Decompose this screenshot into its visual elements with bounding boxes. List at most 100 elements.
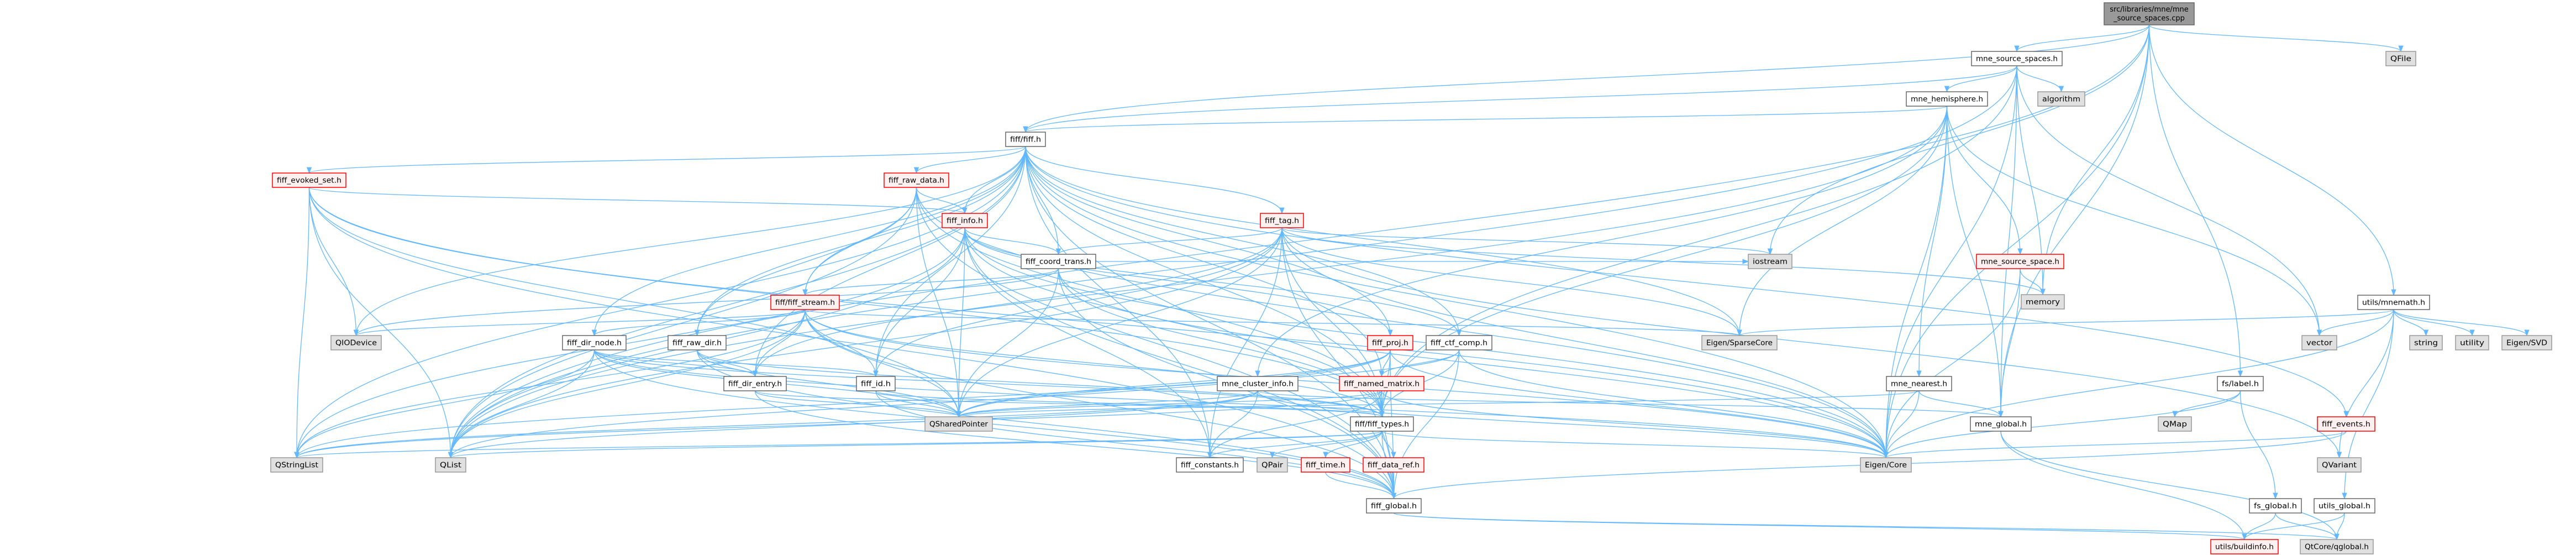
edge-hemi-to-fiff	[1023, 106, 1948, 133]
node-box	[1367, 335, 1413, 350]
node-eigen-core: Eigen/Core	[1860, 457, 1912, 473]
node-fiff-fiff-h[interactable]: fiff/fiff.h	[1005, 132, 1046, 147]
edge-types-to-eigen-core	[1381, 431, 1889, 459]
edge-evoked-to-qlist	[308, 187, 454, 459]
node-fiff-global-h[interactable]: fiff_global.h	[1366, 498, 1422, 514]
node-label: fiff_constants.h	[1181, 462, 1239, 470]
node-fs-global-h[interactable]: fs_global.h	[2249, 498, 2302, 514]
node-box	[1748, 254, 1792, 269]
edge-fiff-to-qlist	[448, 146, 1026, 459]
edge-stream-to-qstringlist	[294, 309, 806, 459]
edge-id-to-types	[875, 390, 1385, 418]
node-box	[1886, 376, 1952, 391]
edge-nearest-to-mne-global	[1918, 390, 2004, 418]
edge-fiff-to-sparse	[1025, 146, 1742, 337]
edge-coord-to-eigen-core	[1058, 268, 1889, 459]
node-box	[1971, 51, 2063, 66]
node-fiff-data-ref-h[interactable]: fiff_data_ref.h	[1363, 457, 1424, 473]
edge-fiff-to-raw-data	[913, 146, 1026, 174]
node-fiff-dir-node-h[interactable]: fiff_dir_node.h	[562, 335, 627, 350]
edge-label-to-eigen-core	[1883, 390, 2241, 459]
node-fiff-info-h[interactable]: fiff_info.h	[942, 213, 988, 228]
node-fiff-constants-h[interactable]: fiff_constants.h	[1176, 457, 1244, 473]
node-fiff-coord-trans-h[interactable]: fiff_coord_trans.h	[1021, 254, 1096, 269]
node-algorithm: algorithm	[2037, 91, 2085, 107]
node-label: fiff_named_matrix.h	[1344, 380, 1420, 389]
node-label: fiff_info.h	[947, 217, 983, 226]
node-fiff-evoked-set-h[interactable]: fiff_evoked_set.h	[272, 172, 346, 188]
edge-fiff-to-proj	[1025, 146, 1393, 337]
edge-mnemath-to-sparse	[1737, 309, 2394, 337]
node-fiff-id-h[interactable]: fiff_id.h	[856, 376, 896, 391]
edge-fiff-to-qstringlist	[294, 146, 1026, 459]
node-fiff-raw-dir-h[interactable]: fiff_raw_dir.h	[667, 335, 727, 350]
node-utils-mnemath-h[interactable]: utils/mnemath.h	[2357, 295, 2430, 310]
node-box	[1005, 132, 1046, 147]
edge-proj-to-qlist	[448, 349, 1391, 459]
node-box	[2409, 335, 2443, 350]
node-box	[1339, 376, 1424, 391]
edge-hemi-to-mss1	[1946, 106, 2023, 255]
edge-info-to-proj	[964, 227, 1393, 337]
node-label: mne_source_spaces.h	[1976, 55, 2058, 64]
node-box	[2300, 539, 2374, 554]
edge-raw-data-to-qlist	[448, 187, 917, 459]
node-box	[562, 335, 627, 350]
edge-tag-to-qlist	[448, 227, 1282, 459]
edge-hemi-to-nearest	[1916, 106, 1948, 378]
node-mne-global-h[interactable]: mne_global.h	[1970, 416, 2032, 432]
edge-types-to-constants	[1207, 431, 1382, 459]
edge-evoked-to-types	[308, 187, 1385, 418]
edge-info-to-id	[873, 227, 965, 378]
node-fiff-dir-entry-h[interactable]: fiff_dir_entry.h	[723, 376, 787, 391]
node-label: fiff_raw_data.h	[889, 177, 944, 185]
node-utils-buildinfo-h[interactable]: utils/buildinfo.h	[2210, 539, 2279, 554]
node-fiff-tag-h[interactable]: fiff_tag.h	[1260, 213, 1304, 228]
edge-fiff-to-events	[1025, 146, 2349, 418]
node-fiff-ctf-comp-h[interactable]: fiff_ctf_comp.h	[1426, 335, 1492, 350]
node-iostream: iostream	[1748, 254, 1792, 269]
node-label: mne_nearest.h	[1891, 380, 1947, 389]
node-label: mne_hemisphere.h	[1911, 96, 1983, 104]
node-mne-nearest-h[interactable]: mne_nearest.h	[1886, 376, 1952, 391]
node-fiff-time-h[interactable]: fiff_time.h	[1301, 457, 1350, 473]
node-fiff-named-matrix-h[interactable]: fiff_named_matrix.h	[1339, 376, 1424, 391]
edge-info-to-eigen-core	[964, 227, 1889, 459]
node-box	[2455, 335, 2489, 350]
node-mne-source-space-h[interactable]: mne_source_space.h	[1976, 254, 2064, 269]
node-box	[270, 457, 323, 473]
node-fiff-raw-data-h[interactable]: fiff_raw_data.h	[884, 172, 949, 188]
node-mne-hemisphere-h[interactable]: mne_hemisphere.h	[1906, 91, 1988, 107]
node-fiff-proj-h[interactable]: fiff_proj.h	[1367, 335, 1413, 350]
node-utils-global-h[interactable]: utils_global.h	[2314, 498, 2375, 514]
node-box	[1906, 91, 1988, 107]
node-label: mne_source_space.h	[1981, 258, 2059, 266]
node-label: fiff_dir_entry.h	[728, 380, 782, 389]
node-box	[924, 416, 993, 432]
node-mne-cluster-info-h[interactable]: mne_cluster_info.h	[1217, 376, 1298, 391]
node-fiff-events-h[interactable]: fiff_events.h	[2317, 416, 2375, 432]
node-label: QIODevice	[335, 339, 377, 348]
node-src-libraries-mne-mne-source-spaces-cpp: src/libraries/mne/mne_source_spaces.cpp	[2104, 2, 2195, 25]
node-box	[1350, 416, 1414, 432]
node-fiff-fiff-stream-h[interactable]: fiff/fiff_stream.h	[770, 295, 840, 310]
edge-nearest-to-eigen-core	[1883, 390, 1920, 459]
edge-root-to-iostream	[1767, 24, 2150, 255]
node-label: fiff_dir_node.h	[567, 339, 622, 348]
node-fs-label-h[interactable]: fs/label.h	[2217, 376, 2264, 391]
node-fiff-fiff-types-h[interactable]: fiff/fiff_types.h	[1350, 416, 1414, 432]
node-label: fiff/fiff_types.h	[1355, 421, 1409, 429]
edge-raw-dir-to-qsp	[696, 349, 961, 418]
node-string: string	[2409, 335, 2443, 350]
node-qlist: QList	[435, 457, 466, 473]
edge-stream-to-qiodevice	[354, 309, 806, 337]
edge-dir-node-to-qstringlist	[294, 349, 595, 459]
edge-dir-node-to-fiff-global	[593, 349, 1397, 500]
edge-tag-to-id	[873, 227, 1282, 378]
edge-hemi-to-sparse	[1737, 106, 1948, 337]
node-mne-source-spaces-h[interactable]: mne_source_spaces.h	[1971, 51, 2063, 66]
edge-mss-to-fiff	[1023, 65, 2017, 133]
edge-root-to-mne-global	[1998, 24, 2150, 418]
edge-ctf-to-eigen-core	[1458, 349, 1889, 459]
edge-named-to-qsp	[956, 390, 1382, 418]
